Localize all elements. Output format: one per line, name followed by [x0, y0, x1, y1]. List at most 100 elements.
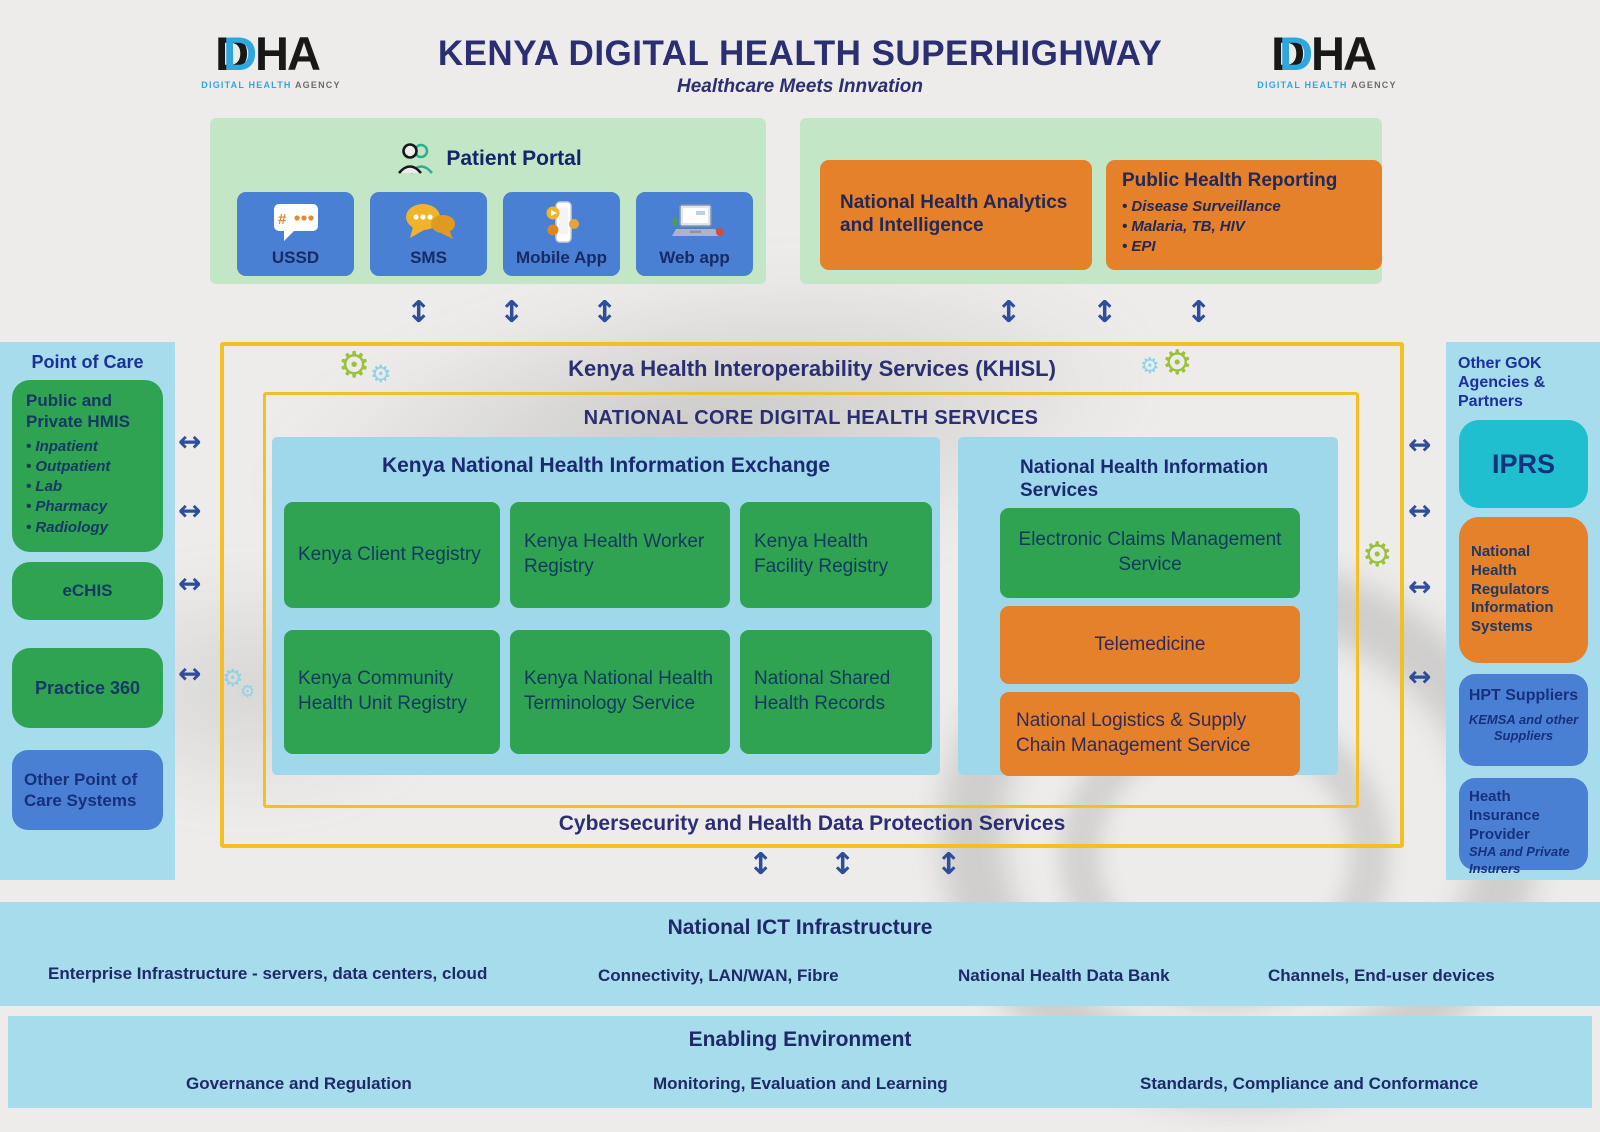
ussd-chat-icon: #	[273, 204, 318, 241]
patients-icon	[398, 143, 434, 174]
point-of-care-panel: Point of Care Public and Private HMIS In…	[0, 342, 175, 880]
double-arrow-icon: ↔	[1408, 494, 1432, 527]
channel-web-app: Web app	[636, 192, 753, 276]
bullet-malaria-tb-hiv: Malaria, TB, HIV	[1122, 217, 1366, 237]
double-arrow-icon: ↕	[592, 295, 618, 330]
health-insurance-provider-box: Heath Insurance Provider SHA and Private…	[1459, 778, 1588, 876]
bullet-inpatient: Inpatient	[26, 437, 157, 457]
double-arrow-icon: ↕	[748, 847, 774, 882]
health-insurance-provider-label: Heath Insurance Provider	[1469, 788, 1540, 843]
cybersecurity-title: Cybersecurity and Health Data Protection…	[558, 812, 1066, 835]
logo-letter-d: D	[223, 27, 257, 80]
bullet-disease-surveillance: Disease Surveillance	[1122, 197, 1366, 217]
channel-mobile-app: Mobile App	[503, 192, 620, 276]
enabling-item-standards: Standards, Compliance and Conformance	[1140, 1074, 1479, 1093]
ict-item-enterprise-infrastructure: Enterprise Infrastructure - servers, dat…	[48, 964, 488, 983]
channel-label-ussd: USSD	[271, 248, 320, 267]
enabling-item-governance: Governance and Regulation	[186, 1074, 412, 1093]
patient-portal-title: Patient Portal	[446, 147, 582, 170]
ict-title: National ICT Infrastructure	[667, 916, 933, 939]
dha-logo-acronym: DHA	[1252, 30, 1402, 77]
national-health-regulators-box: National Health Regulators Information S…	[1459, 517, 1588, 663]
kenya-client-registry-box: Kenya Client Registry	[284, 502, 500, 608]
channel-label-mobile-app: Mobile App	[516, 248, 607, 267]
channel-label-sms: SMS	[410, 248, 447, 267]
hpt-suppliers-label: HPT Suppliers	[1468, 687, 1579, 704]
hpt-suppliers-box: HPT Suppliers KEMSA and other Suppliers	[1459, 674, 1588, 766]
khisl-title: Kenya Health Interoperability Services (…	[568, 356, 1056, 381]
double-arrow-icon: ↕	[996, 295, 1022, 330]
logo-letter-d: D	[1279, 27, 1313, 80]
double-arrow-icon: ↔	[178, 425, 202, 458]
enabling-title: Enabling Environment	[688, 1028, 912, 1051]
dha-logo-tagline: DIGITAL HEALTH AGENCY	[196, 80, 346, 90]
enabling-environment-band: Enabling Environment Governance and Regu…	[8, 1016, 1592, 1108]
laptop-icon	[671, 204, 724, 236]
bullet-lab: Lab	[26, 477, 157, 497]
national-shared-health-records-box: National Shared Health Records	[740, 630, 932, 754]
gear-icon: ⚙	[370, 360, 392, 388]
ict-item-channels-devices: Channels, End-user devices	[1268, 966, 1495, 985]
double-arrow-icon: ↔	[1408, 428, 1432, 461]
logo-tagline-agency: AGENCY	[294, 80, 341, 90]
double-arrow-icon: ↔	[178, 494, 202, 527]
knhie-title: Kenya National Health Information Exchan…	[381, 454, 831, 477]
bullet-epi: EPI	[1122, 237, 1366, 257]
double-arrow-icon: ↔	[1408, 570, 1432, 603]
sms-bubbles-icon	[405, 204, 455, 239]
gear-icon: ⚙	[1362, 535, 1393, 575]
public-health-reporting-title: Public Health Reporting	[1122, 170, 1338, 191]
national-health-analytics-box: National Health Analytics and Intelligen…	[820, 160, 1092, 270]
ict-item-connectivity: Connectivity, LAN/WAN, Fibre	[598, 966, 839, 985]
health-insurance-provider-sub: SHA and Private Insurers	[1469, 844, 1570, 876]
analytics-reporting-container: National Health Analytics and Intelligen…	[800, 118, 1382, 284]
logo-letters-ha: HA	[1311, 27, 1377, 80]
national-logistics-supply-chain-box: National Logistics & Supply Chain Manage…	[1000, 692, 1300, 776]
svg-text:#: #	[278, 211, 287, 228]
khisl-frame: Kenya Health Interoperability Services (…	[220, 342, 1404, 848]
logo-tagline-agency: AGENCY	[1350, 80, 1397, 90]
telemedicine-box: Telemedicine	[1000, 606, 1300, 684]
kenya-community-health-unit-registry-box: Kenya Community Health Unit Registry	[284, 630, 500, 754]
double-arrow-icon: ↔	[178, 567, 202, 600]
nhis-title: National Health Information Services	[1020, 457, 1269, 501]
national-core-frame: NATIONAL CORE DIGITAL HEALTH SERVICES	[263, 392, 1359, 808]
other-point-of-care-box: Other Point of Care Systems	[12, 750, 163, 830]
patient-portal-header: Patient Portal	[210, 142, 766, 176]
gear-icon: ⚙	[222, 664, 244, 692]
page-title: KENYA DIGITAL HEALTH SUPERHIGHWAY	[437, 34, 1163, 73]
gear-icon: ⚙	[338, 345, 371, 386]
double-arrow-icon: ↔	[178, 657, 202, 690]
double-arrow-icon: ↕	[499, 295, 525, 330]
dha-logo-acronym: DHA	[196, 30, 346, 77]
double-arrow-icon: ↕	[830, 847, 856, 882]
national-health-analytics-label: National Health Analytics and Intelligen…	[840, 192, 1068, 236]
public-private-hmis-label: Public and Private HMIS	[26, 391, 130, 432]
mobile-phone-icon	[546, 201, 579, 243]
dha-logo-right: DHA DIGITAL HEALTH AGENCY	[1252, 30, 1402, 90]
hpt-suppliers-sub: KEMSA and other Suppliers	[1468, 712, 1579, 744]
gok-partners-panel: Other GOK Agencies & Partners IPRS Natio…	[1446, 342, 1600, 880]
ict-item-national-health-data-bank: National Health Data Bank	[958, 966, 1170, 985]
national-core-title: NATIONAL CORE DIGITAL HEALTH SERVICES	[583, 407, 1039, 429]
bullet-pharmacy: Pharmacy	[26, 497, 157, 517]
public-health-reporting-bullets: Disease Surveillance Malaria, TB, HIV EP…	[1122, 197, 1366, 258]
hmis-bullets: Inpatient Outpatient Lab Pharmacy Radiol…	[26, 437, 157, 538]
channel-sms: SMS	[370, 192, 487, 276]
channel-ussd: # USSD	[237, 192, 354, 276]
practice-360-box: Practice 360	[12, 648, 163, 728]
kenya-national-health-terminology-service-box: Kenya National Health Terminology Servic…	[510, 630, 730, 754]
gok-partners-title: Other GOK Agencies & Partners	[1458, 355, 1546, 411]
iprs-box: IPRS	[1459, 420, 1588, 508]
page-subtitle: Healthcare Meets Innvation	[676, 76, 924, 97]
logo-tagline-digital-health: DIGITAL HEALTH	[1257, 80, 1348, 90]
gear-icon: ⚙	[1140, 354, 1160, 379]
enabling-item-monitoring: Monitoring, Evaluation and Learning	[653, 1074, 948, 1093]
ict-infrastructure-band: National ICT Infrastructure Enterprise I…	[0, 902, 1600, 1006]
kenya-health-worker-registry-box: Kenya Health Worker Registry	[510, 502, 730, 608]
echis-box: eCHIS	[12, 562, 163, 620]
dha-logo-tagline: DIGITAL HEALTH AGENCY	[1252, 80, 1402, 90]
gear-icon: ⚙	[240, 682, 256, 702]
double-arrow-icon: ↕	[406, 295, 432, 330]
